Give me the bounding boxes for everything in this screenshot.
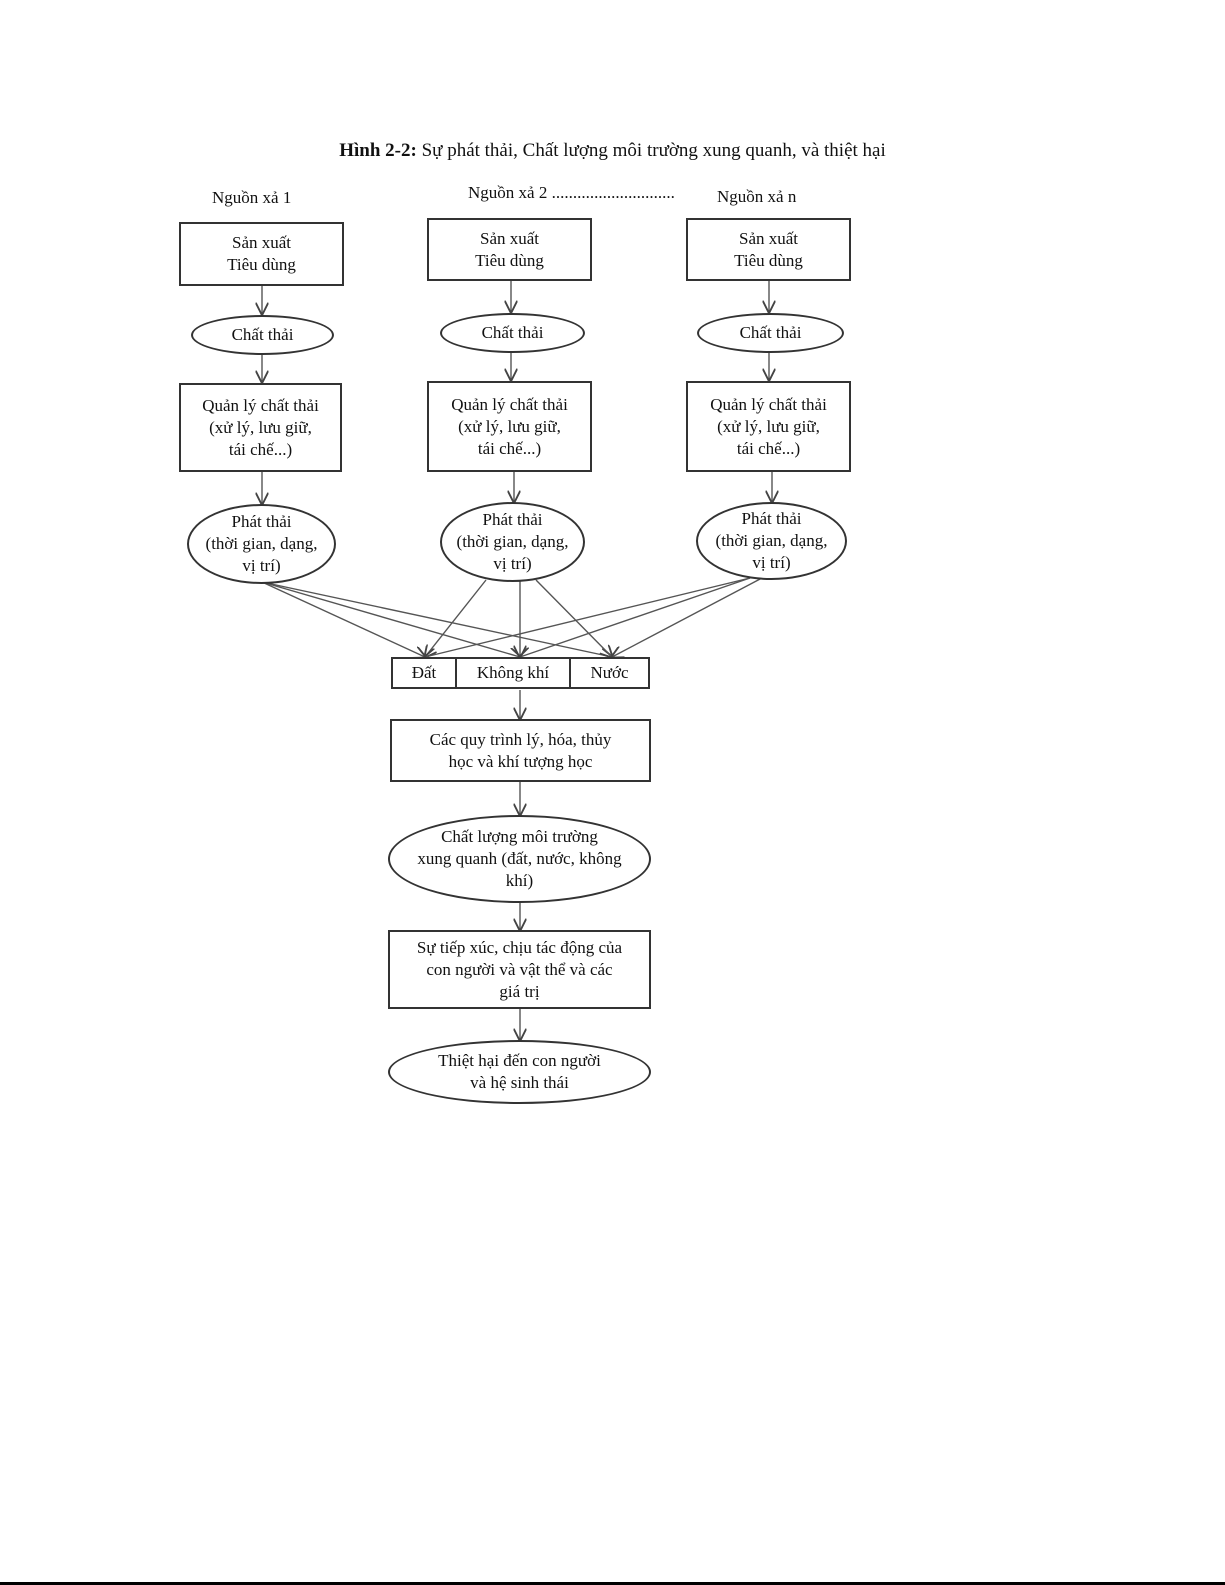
damage-ellipse: Thiệt hại đến con người và hệ sinh thái	[388, 1040, 651, 1104]
waste-ellipse-2: Chất thải	[440, 313, 585, 353]
waste-label-n: Chất thải	[739, 323, 802, 342]
waste-management-box-2: Quản lý chất thải (xử lý, lưu giữ, tái c…	[427, 381, 592, 472]
production-consumption-box-n: Sản xuất Tiêu dùng	[686, 218, 851, 281]
emission-label-n: Phát thải (thời gian, dạng, vị trí)	[715, 509, 828, 572]
figure-caption: Sự phát thải, Chất lượng môi trường xung…	[416, 140, 886, 161]
emission-ellipse-2: Phát thải (thời gian, dạng, vị trí)	[440, 502, 585, 582]
source-2-label: Nguồn xả 2 .............................	[468, 183, 675, 202]
emission-ellipse-n: Phát thải (thời gian, dạng, vị trí)	[696, 502, 847, 580]
figure-title: Hình 2-2: Sự phát thải, Chất lượng môi t…	[0, 140, 1225, 162]
media-land: Đất	[393, 659, 457, 687]
waste-management-box-n: Quản lý chất thải (xử lý, lưu giữ, tái c…	[686, 381, 851, 472]
environment-media-box: Đất Không khí Nước	[391, 657, 650, 689]
source-1-label: Nguồn xả 1	[212, 188, 292, 207]
waste-management-label-n: Quản lý chất thải (xử lý, lưu giữ, tái c…	[710, 394, 827, 458]
production-consumption-label-2: Sản xuất Tiêu dùng	[475, 228, 544, 270]
waste-label-2: Chất thải	[481, 323, 544, 342]
emission-ellipse-1: Phát thải (thời gian, dạng, vị trí)	[187, 504, 336, 584]
damage-label: Thiệt hại đến con người và hệ sinh thái	[438, 1051, 601, 1092]
production-consumption-box-1: Sản xuất Tiêu dùng	[179, 222, 344, 286]
production-consumption-label-n: Sản xuất Tiêu dùng	[734, 228, 803, 270]
waste-ellipse-1: Chất thải	[191, 315, 334, 355]
waste-ellipse-n: Chất thải	[697, 313, 844, 353]
physical-chemical-processes-box: Các quy trình lý, hóa, thủy học và khí t…	[390, 719, 651, 782]
exposure-box: Sự tiếp xúc, chịu tác động của con người…	[388, 930, 651, 1009]
waste-management-box-1: Quản lý chất thải (xử lý, lưu giữ, tái c…	[179, 383, 342, 472]
page-bottom-rule	[0, 1582, 1225, 1585]
emission-label-1: Phát thải (thời gian, dạng, vị trí)	[205, 512, 318, 575]
production-consumption-box-2: Sản xuất Tiêu dùng	[427, 218, 592, 281]
emission-label-2: Phát thải (thời gian, dạng, vị trí)	[456, 510, 569, 573]
exposure-label: Sự tiếp xúc, chịu tác động của con người…	[416, 937, 623, 1001]
figure-number: Hình 2-2:	[339, 140, 417, 161]
media-water: Nước	[590, 663, 629, 682]
waste-management-label-2: Quản lý chất thải (xử lý, lưu giữ, tái c…	[451, 394, 568, 458]
waste-label-1: Chất thải	[231, 325, 294, 344]
processes-label: Các quy trình lý, hóa, thủy học và khí t…	[429, 729, 612, 771]
ambient-quality-ellipse: Chất lượng môi trường xung quanh (đất, n…	[388, 815, 651, 903]
production-consumption-label-1: Sản xuất Tiêu dùng	[227, 233, 296, 274]
waste-management-label-1: Quản lý chất thải (xử lý, lưu giữ, tái c…	[202, 395, 319, 459]
ambient-quality-label: Chất lượng môi trường xung quanh (đất, n…	[417, 827, 622, 890]
source-n-label: Nguồn xả n	[717, 187, 797, 206]
media-air: Không khí	[457, 659, 571, 687]
